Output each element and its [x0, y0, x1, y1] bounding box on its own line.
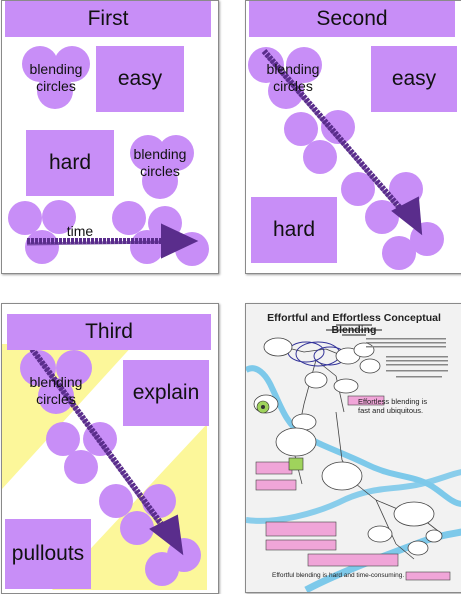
- blend-circle: [389, 172, 423, 206]
- time-circle: [130, 230, 164, 264]
- character-icon: [288, 457, 304, 471]
- blending-circles-label: blending circles: [29, 61, 83, 94]
- poster-footer: Effortful blending is hard and time-cons…: [272, 572, 405, 579]
- time-label: time: [66, 223, 94, 239]
- pullout-box: [265, 521, 337, 537]
- panel-second: Second easy hard blending circles: [245, 0, 461, 274]
- pullout-box: [255, 479, 297, 491]
- pullout-box: [405, 571, 451, 581]
- blend-circle: [268, 73, 304, 109]
- panel-first: First easy hard blending circles blendin…: [1, 0, 219, 274]
- river: [246, 469, 461, 524]
- panel-first-graphics: [8, 46, 209, 266]
- time-circle: [42, 200, 76, 234]
- panel-poster: Effortful and Effortless Conceptual Blen…: [245, 303, 461, 593]
- blend-circle: [284, 112, 318, 146]
- character-icon: [256, 400, 270, 414]
- blend-circle: [142, 484, 176, 518]
- blending-circles-label: blending circles: [133, 146, 187, 179]
- pullout-box: [255, 461, 293, 475]
- blend-circle: [382, 236, 416, 270]
- time-circle: [25, 230, 59, 264]
- blend-circle: [120, 511, 154, 545]
- time-arrow: [26, 223, 199, 259]
- blend-circle: [286, 47, 322, 83]
- panel-third-title: Third: [7, 314, 211, 350]
- blend-circle: [64, 450, 98, 484]
- blend-circle: [20, 350, 56, 386]
- pullouts-box: pullouts: [5, 519, 91, 589]
- blend-circle: [303, 140, 337, 174]
- panel-second-graphics: [248, 47, 444, 270]
- blend-circle: [321, 110, 355, 144]
- progress-arrow: [29, 347, 184, 556]
- progress-arrow: [261, 49, 423, 236]
- hard-box: hard: [251, 197, 337, 263]
- pullout-box: [265, 539, 337, 551]
- blend-circle: [130, 135, 166, 171]
- pullout-box: [347, 395, 385, 406]
- poster-note-effortless: Effortless blending is fast and ubiquito…: [358, 397, 428, 415]
- blending-circles-label: blending circles: [266, 61, 320, 94]
- time-circle: [8, 201, 42, 235]
- blend-circle: [37, 73, 73, 109]
- blend-circle: [248, 47, 284, 83]
- panel-second-title: Second: [249, 1, 455, 37]
- blend-circle: [46, 422, 80, 456]
- panel-third: Third explain pullouts blending circles: [1, 303, 219, 594]
- poster-title: Effortful and Effortless Conceptual Blen…: [267, 312, 441, 336]
- blend-circle: [145, 552, 179, 586]
- explain-box: explain: [123, 360, 209, 426]
- blend-circle: [142, 163, 178, 199]
- time-circle: [112, 201, 146, 235]
- poster-graphics: [246, 304, 461, 592]
- blend-circle: [99, 484, 133, 518]
- blend-circle: [341, 172, 375, 206]
- river: [246, 365, 461, 507]
- easy-box: easy: [96, 46, 184, 112]
- blend-circle: [365, 200, 399, 234]
- blend-circle: [158, 135, 194, 171]
- hard-box: hard: [26, 130, 114, 196]
- blend-circle: [56, 350, 92, 386]
- blending-circles-label: blending circles: [29, 374, 83, 407]
- blend-circle: [38, 378, 74, 414]
- blend-circle: [22, 46, 58, 82]
- blend-circle: [54, 46, 90, 82]
- easy-box: easy: [371, 46, 457, 112]
- pullout-box: [307, 553, 399, 567]
- panel-first-title: First: [5, 1, 211, 37]
